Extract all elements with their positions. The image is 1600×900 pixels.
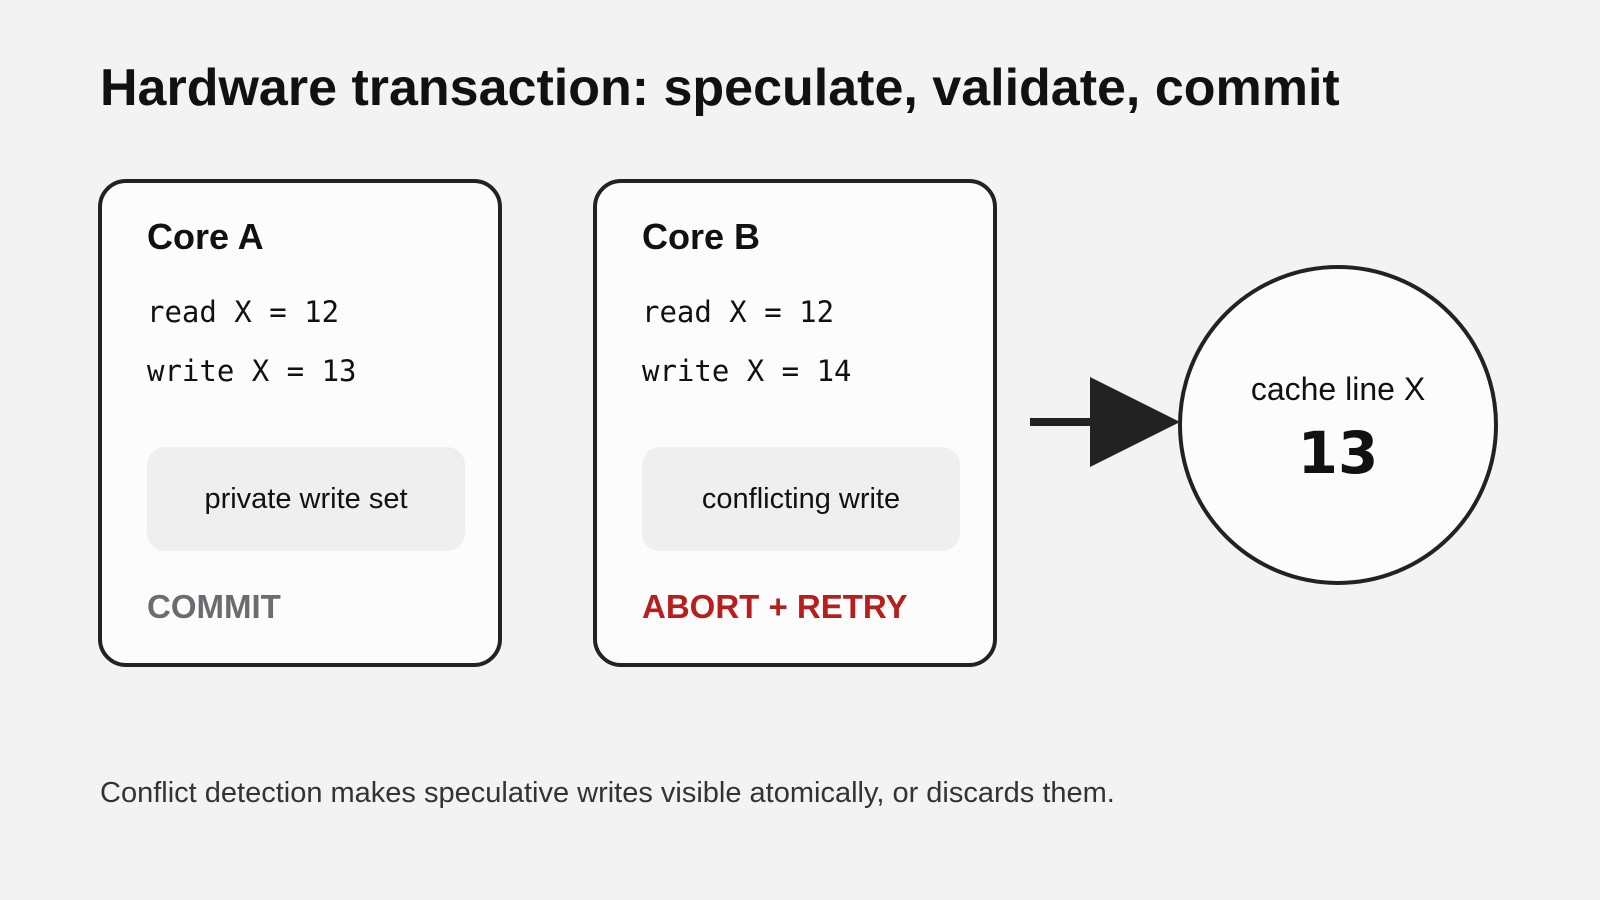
core-b-title: Core B xyxy=(642,216,761,257)
cache-line-circle: cache line X 13 xyxy=(1178,265,1498,585)
core-a-status: COMMIT xyxy=(147,588,281,625)
core-a-title: Core A xyxy=(147,216,264,257)
diagram-caption: Conflict detection makes speculative wri… xyxy=(100,777,1115,809)
core-a-write-line: write X = 13 xyxy=(147,354,357,388)
core-a-read-line: read X = 12 xyxy=(147,295,340,329)
core-b-status: ABORT + RETRY xyxy=(642,588,908,625)
diagram-title: Hardware transaction: speculate, validat… xyxy=(100,59,1340,117)
core-b-card: Core B read X = 12 write X = 14 conflict… xyxy=(593,179,997,667)
cache-line-label: cache line X xyxy=(1250,371,1426,407)
arrow-head xyxy=(1090,377,1180,467)
core-a-card: Core A read X = 12 write X = 13 private … xyxy=(98,179,502,667)
cache-line-value: 13 xyxy=(1297,419,1379,487)
core-b-write-line: write X = 14 xyxy=(642,354,852,388)
core-a-write-set-box: private write set xyxy=(147,447,465,551)
arrow-right-icon xyxy=(1030,377,1180,467)
core-b-conflict-box: conflicting write xyxy=(642,447,960,551)
core-b-read-line: read X = 12 xyxy=(642,295,835,329)
